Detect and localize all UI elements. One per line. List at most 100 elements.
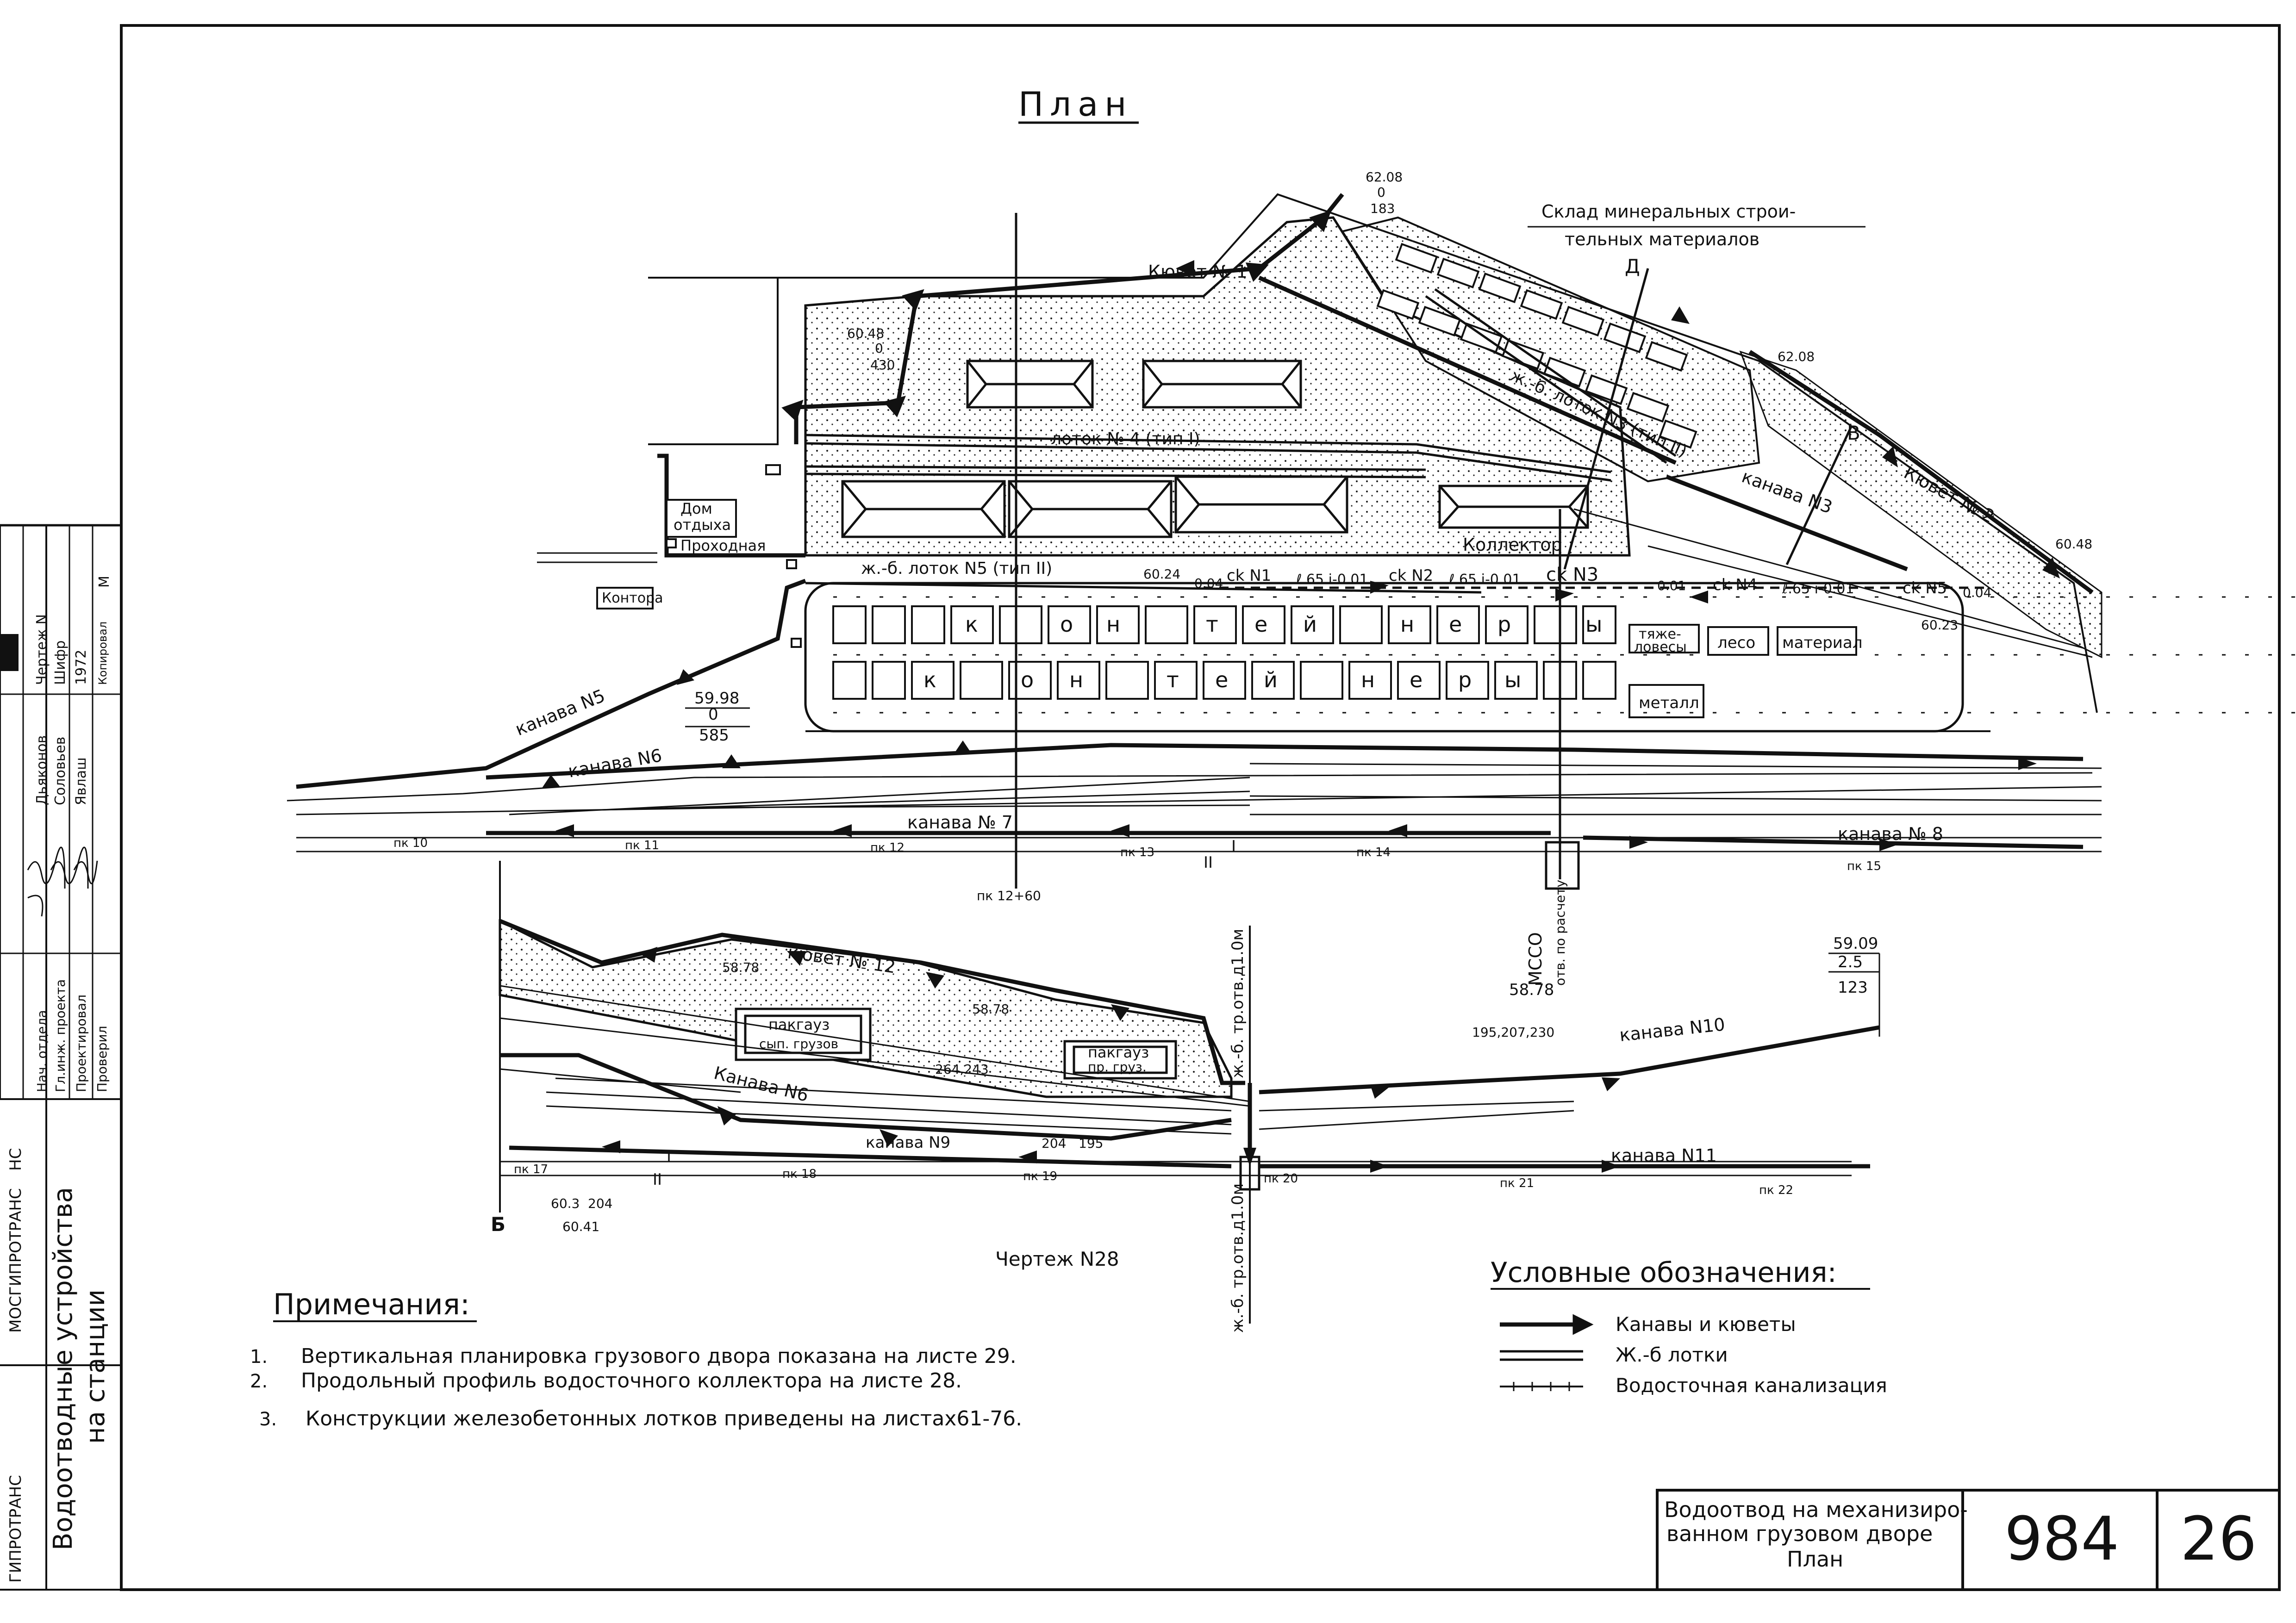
- label-pakgauz-2b: пр. груз.: [1088, 1059, 1147, 1075]
- sidebar-main-1: Водоотводные устройства: [48, 1187, 78, 1550]
- rail-tracks-lower: [499, 985, 1852, 1176]
- svg-text:е: е: [1254, 612, 1267, 637]
- label-pakgauz-2a: пакгауз: [1088, 1044, 1149, 1061]
- sidebar-table: Чертеж N Шифр 1972 Копировал М Дьяконов …: [0, 524, 122, 1100]
- sidebar-role-3: Проектировал: [74, 995, 89, 1092]
- ditches-upper: [296, 193, 2094, 849]
- rail-tracks-upper: [287, 508, 2102, 852]
- label-tyazhe: тяже-: [1639, 626, 1681, 642]
- sidebar-name-1: Дьяконов: [34, 735, 50, 805]
- svg-text:пк 21: пк 21: [1500, 1176, 1534, 1190]
- svg-text:2.5: 2.5: [1838, 953, 1863, 971]
- stamp-title-1: Водоотвод на механизиро-: [1664, 1497, 1968, 1522]
- svg-text:о: о: [1060, 612, 1073, 637]
- marker-v: В: [1847, 422, 1860, 444]
- svg-text:н: н: [1361, 667, 1375, 692]
- label-dom-1: Дом: [680, 500, 712, 517]
- svg-text:пк 13: пк 13: [1120, 846, 1154, 859]
- label-ck5: ck N5: [1903, 579, 1947, 597]
- svg-text:й: й: [1264, 667, 1278, 692]
- note-3-num: 3.: [259, 1409, 277, 1430]
- ditches-lower: [499, 919, 1880, 1169]
- svg-text:204: 204: [588, 1196, 612, 1211]
- svg-text:н: н: [1106, 612, 1120, 637]
- svg-text:пк 10: пк 10: [393, 836, 428, 850]
- label-mscco: МССО: [1525, 932, 1546, 986]
- sidebar-col-3: 1972: [73, 650, 89, 685]
- svg-text:204: 204: [1042, 1136, 1066, 1151]
- marker-d: Д: [1625, 255, 1640, 278]
- label-slope-5: 0.04: [1963, 585, 1991, 600]
- svg-text:123: 123: [1838, 978, 1868, 997]
- label-pakgauz-1a: пакгауз: [768, 1016, 830, 1033]
- svg-text:пк 14: пк 14: [1356, 846, 1391, 859]
- label-kanava-8: канава № 8: [1838, 824, 1943, 844]
- stamp: Водоотвод на механизиро- ванном грузовом…: [1656, 1489, 2281, 1591]
- svg-text:е: е: [1215, 667, 1228, 692]
- svg-text:н: н: [1400, 612, 1414, 637]
- svg-text:н: н: [1069, 667, 1083, 692]
- svg-text:пк 20: пк 20: [1264, 1172, 1298, 1186]
- svg-text:пк 17: пк 17: [514, 1163, 548, 1176]
- svg-text:пк 18: пк 18: [782, 1167, 817, 1181]
- svg-text:58.78: 58.78: [1509, 981, 1554, 999]
- svg-text:60.23: 60.23: [1921, 617, 1958, 633]
- label-material: материал: [1782, 634, 1862, 652]
- legend-title: Условные обозначения:: [1491, 1256, 1837, 1289]
- svg-text:58.78: 58.78: [722, 960, 759, 975]
- culvert-upper: [1545, 841, 1580, 890]
- note-1-num: 1.: [250, 1346, 268, 1368]
- svg-text:430: 430: [870, 357, 895, 373]
- sidebar-role-4: Проверил: [94, 1026, 110, 1092]
- note-2-text: Продольный профиль водосточного коллекто…: [301, 1369, 962, 1393]
- svg-text:264,243: 264,243: [935, 1062, 989, 1077]
- notes-title: Примечания:: [273, 1287, 470, 1321]
- label-drawing-ref: Чертеж N28: [995, 1248, 1119, 1270]
- note-2-num: 2.: [250, 1371, 268, 1392]
- svg-text:пк 12: пк 12: [870, 841, 905, 855]
- svg-text:т: т: [1167, 667, 1179, 692]
- label-vesy: ловесы: [1634, 639, 1687, 655]
- svg-text:195,207,230: 195,207,230: [1472, 1025, 1554, 1040]
- svg-text:0: 0: [1377, 185, 1385, 200]
- note-1-text: Вертикальная планировка грузового двора …: [301, 1344, 1017, 1368]
- label-kanava-10: канава N10: [1618, 1014, 1726, 1045]
- culvert-lower: [1239, 1156, 1260, 1191]
- label-kollektor: Коллектор: [1463, 535, 1562, 555]
- svg-text:к: к: [965, 612, 978, 637]
- sidebar-role-2: Гл.инж. проекта: [53, 979, 68, 1092]
- svg-text:0: 0: [875, 341, 883, 356]
- svg-text:183: 183: [1370, 201, 1395, 216]
- svg-text:о: о: [1021, 667, 1034, 692]
- svg-text:пк 22: пк 22: [1759, 1183, 1793, 1197]
- svg-text:ы: ы: [1585, 612, 1602, 637]
- legend-item-1: Канавы и кюветы: [1616, 1313, 1796, 1336]
- storage-bins: [1376, 243, 1697, 449]
- svg-text:60.41: 60.41: [562, 1219, 599, 1234]
- sidebar-col-2: Шифр: [52, 640, 69, 685]
- svg-text:ы: ы: [1504, 667, 1521, 692]
- svg-text:пк 11: пк 11: [625, 839, 659, 852]
- track-i-lower: I: [667, 1147, 671, 1166]
- sidebar-signatures: [27, 846, 98, 917]
- notes: Примечания: 1. Вертикальная планировка г…: [250, 1287, 1022, 1430]
- label-ck3: ck N3: [1546, 564, 1598, 585]
- svg-text:0: 0: [708, 705, 718, 724]
- sidebar-name-2: Соловьев: [52, 737, 69, 805]
- stamp-project: 984: [2004, 1504, 2119, 1574]
- concrete-trays: [805, 288, 1677, 594]
- container-row-1: [832, 605, 1857, 656]
- svg-text:59.09: 59.09: [1833, 934, 1878, 953]
- sidebar-col-4: Копировал: [96, 622, 109, 685]
- label-slope-1: ℓ.65 i-0.01: [1296, 572, 1368, 588]
- svg-text:60.48: 60.48: [2055, 536, 2092, 552]
- label-sklad-1: Склад минеральных строи-: [1541, 201, 1796, 222]
- stamp-title-3: План: [1787, 1547, 1843, 1572]
- stamp-title-2: ванном грузовом дворе: [1666, 1521, 1933, 1546]
- svg-text:й: й: [1303, 612, 1317, 637]
- label-kyuvet-1: Кювет № 1: [1148, 261, 1248, 282]
- svg-text:59.98: 59.98: [694, 689, 739, 708]
- track-ii-lower: II: [653, 1170, 662, 1189]
- sidebar-col-1: Чертеж N: [34, 614, 50, 685]
- flow-arrows-lower: [602, 947, 1620, 1173]
